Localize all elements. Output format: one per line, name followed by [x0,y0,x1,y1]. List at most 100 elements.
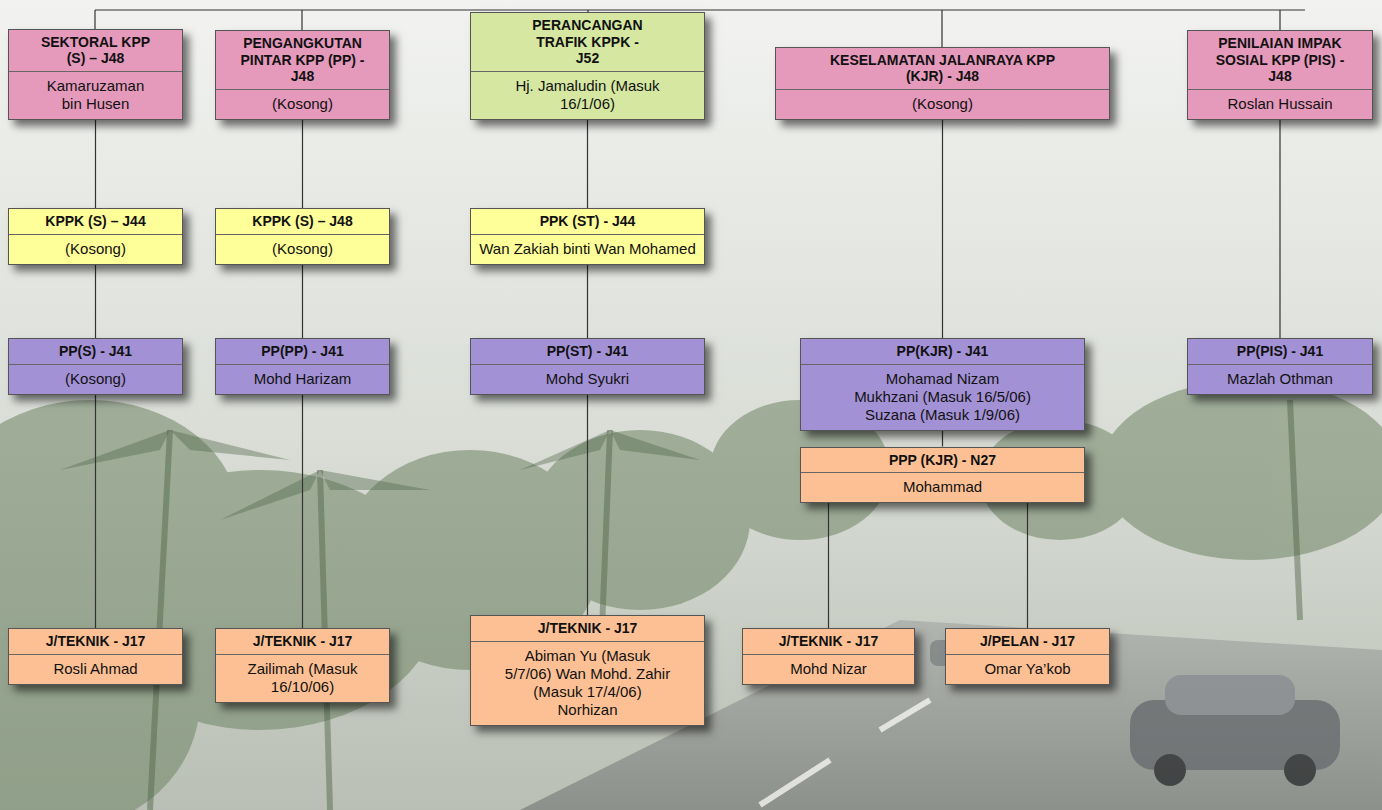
org-box: PENGANGKUTAN PINTAR KPP (PP) - J48 (Koson… [215,30,390,120]
org-box: PPK (ST) - J44Wan Zakiah binti Wan Moham… [470,208,705,265]
title-text: PENILAIAN IMPAK SOSIAL KPP (PIS) - J48 [1205,35,1355,85]
title-text: PP(S) - J41 [59,343,132,360]
title-text: J/TEKNIK - J17 [253,633,353,650]
reporting-line [942,120,943,338]
title-text: SEKTORAL KPP (S) – J48 [40,34,152,67]
post-title: PP(PIS) - J41 [1188,339,1372,365]
org-box: PP(KJR) - J41Mohamad Nizam Mukhzani (Mas… [800,338,1085,431]
reporting-line [828,503,829,628]
title-text: PERANCANGAN TRAFIK KPPK - J52 [529,17,647,67]
org-box: PERANCANGAN TRAFIK KPPK - J52Hj. Jamalud… [470,12,705,120]
org-box: PPP (KJR) - N27Mohammad [800,447,1085,504]
post-holder: Roslan Hussain [1188,90,1372,119]
post-holder: Mohd Harizam [216,365,389,394]
post-title: J/TEKNIK - J17 [471,616,704,642]
post-holder: Zailimah (Masuk 16/10/06) [216,655,389,702]
org-box: KPPK (S) – J48 (Kosong) [215,208,390,265]
org-box: J/TEKNIK - J17Mohd Nizar [742,628,915,685]
name-text: Mohd Harizam [254,370,352,388]
title-text: PP(PIS) - J41 [1237,343,1323,360]
title-text: J/TEKNIK - J17 [46,633,146,650]
post-title: KPPK (S) – J44 [9,209,182,235]
org-box: PP(PIS) - J41Mazlah Othman [1187,338,1373,395]
post-title: PENILAIAN IMPAK SOSIAL KPP (PIS) - J48 [1188,31,1372,90]
post-holder: (Kosong) [216,90,389,119]
post-holder: Abiman Yu (Masuk 5/7/06) Wan Mohd. Zahir… [471,642,704,725]
post-holder: (Kosong) [9,365,182,394]
title-text: PENGANGKUTAN PINTAR KPP (PP) - J48 [241,35,365,85]
org-box: J/PELAN - J17Omar Ya’kob [945,628,1110,685]
post-title: PPP (KJR) - N27 [801,448,1084,474]
post-holder: Mohd Nizar [743,655,914,684]
org-box: KESELAMATAN JALANRAYA KPP (KJR) - J48 (Ko… [775,47,1110,120]
name-text: Mohd Syukri [546,370,629,388]
post-holder: Kamaruzaman bin Husen [9,72,182,119]
reporting-line [1027,503,1028,628]
name-text: (Kosong) [65,240,126,258]
post-title: PP(KJR) - J41 [801,339,1084,365]
title-text: J/TEKNIK - J17 [779,633,879,650]
post-title: PP(PP) - J41 [216,339,389,365]
name-text: Omar Ya’kob [984,660,1070,678]
post-holder: Mohamad Nizam Mukhzani (Masuk 16/5/06) S… [801,365,1084,430]
name-text: Zailimah (Masuk 16/10/06) [228,660,378,696]
org-box: SEKTORAL KPP (S) – J48Kamaruzaman bin Hu… [8,29,183,120]
name-text: Mazlah Othman [1227,370,1333,388]
post-title: J/TEKNIK - J17 [9,629,182,655]
name-text: Roslan Hussain [1227,95,1332,113]
post-holder: Hj. Jamaludin (Masuk 16/1/06) [471,72,704,119]
name-text: Mohd Nizar [790,660,867,678]
post-holder: (Kosong) [216,235,389,264]
org-box: PP(S) - J41 (Kosong) [8,338,183,395]
name-text: (Kosong) [272,240,333,258]
post-holder: (Kosong) [9,235,182,264]
post-title: PENGANGKUTAN PINTAR KPP (PP) - J48 [216,31,389,90]
name-text: Wan Zakiah binti Wan Mohamed [479,240,695,258]
reporting-line [587,120,588,208]
name-text: Hj. Jamaludin (Masuk 16/1/06) [513,77,663,113]
post-title: PP(S) - J41 [9,339,182,365]
title-text: PPP (KJR) - N27 [889,452,996,469]
name-text: Abiman Yu (Masuk 5/7/06) Wan Mohd. Zahir… [502,647,674,719]
title-text: J/TEKNIK - J17 [538,620,638,637]
title-text: PP(ST) - J41 [547,343,629,360]
org-box: KPPK (S) – J44 (Kosong) [8,208,183,265]
reporting-line [302,120,303,208]
post-holder: (Kosong) [776,90,1109,119]
post-holder: Wan Zakiah binti Wan Mohamed [471,235,704,264]
post-holder: Mohammad [801,473,1084,502]
org-box: PP(PP) - J41Mohd Harizam [215,338,390,395]
reporting-line [95,265,96,338]
post-title: KESELAMATAN JALANRAYA KPP (KJR) - J48 [776,48,1109,90]
name-text: (Kosong) [272,95,333,113]
name-text: (Kosong) [65,370,126,388]
post-holder: Mazlah Othman [1188,365,1372,394]
title-text: J/PELAN - J17 [980,633,1075,650]
name-text: Mohamad Nizam Mukhzani (Masuk 16/5/06) S… [853,370,1033,424]
post-title: PERANCANGAN TRAFIK KPPK - J52 [471,13,704,72]
name-text: Kamaruzaman bin Husen [36,77,156,113]
reporting-line [1279,120,1280,338]
post-title: KPPK (S) – J48 [216,209,389,235]
title-text: KPPK (S) – J44 [45,213,145,230]
post-holder: Mohd Syukri [471,365,704,394]
post-title: J/TEKNIK - J17 [743,629,914,655]
post-holder: Rosli Ahmad [9,655,182,684]
reporting-line [302,395,303,628]
title-text: KPPK (S) – J48 [252,213,352,230]
reporting-line [942,431,943,447]
reporting-line [587,395,588,615]
post-title: SEKTORAL KPP (S) – J48 [9,30,182,72]
org-box: J/TEKNIK - J17Abiman Yu (Masuk 5/7/06) W… [470,615,705,726]
name-text: (Kosong) [912,95,973,113]
title-text: PPK (ST) - J44 [540,213,636,230]
org-box: J/TEKNIK - J17Rosli Ahmad [8,628,183,685]
org-box: PP(ST) - J41Mohd Syukri [470,338,705,395]
org-box: PENILAIAN IMPAK SOSIAL KPP (PIS) - J48Ro… [1187,30,1373,120]
org-box: J/TEKNIK - J17Zailimah (Masuk 16/10/06) [215,628,390,703]
title-text: KESELAMATAN JALANRAYA KPP (KJR) - J48 [825,52,1060,85]
name-text: Mohammad [903,478,982,496]
post-title: J/TEKNIK - J17 [216,629,389,655]
reporting-line [302,265,303,338]
post-holder: Omar Ya’kob [946,655,1109,684]
